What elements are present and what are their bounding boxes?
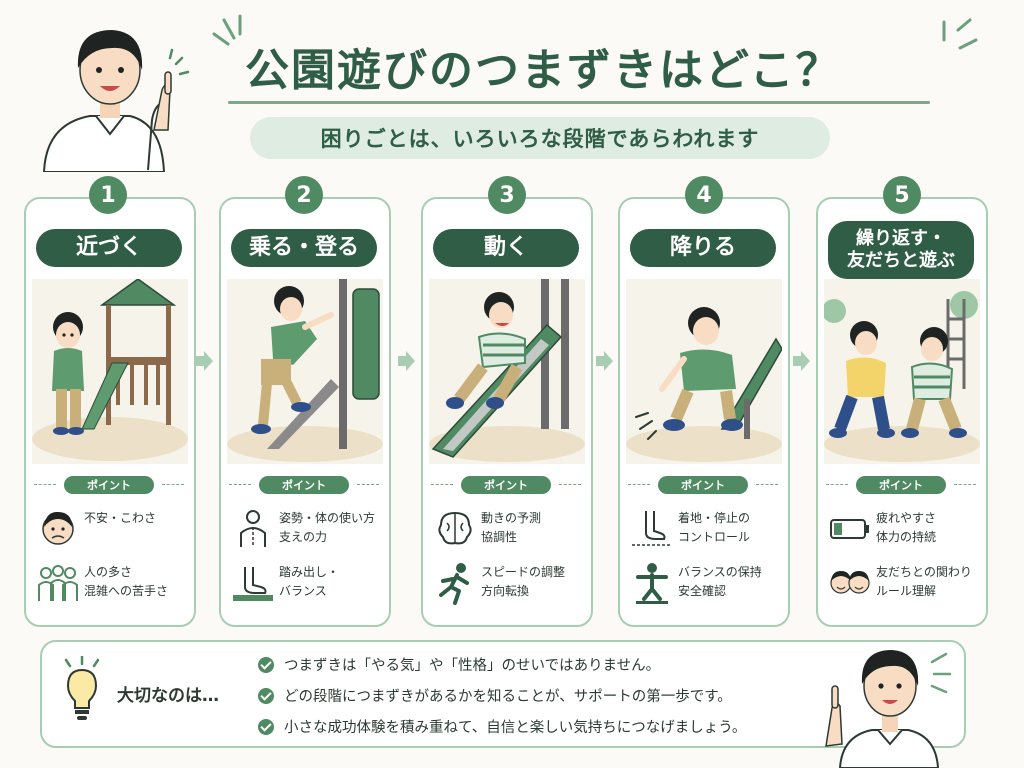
- balance-icon: [636, 563, 668, 604]
- bullet-text: つまずきは「やる気」や「性格」のせいではありません。: [284, 658, 661, 674]
- point-item: 人の多さ 混雑への苦手さ: [34, 561, 189, 607]
- slide-scene-illustration: [429, 279, 585, 464]
- bullet-text: 小さな成功体験を積み重ねて、自信と楽しい気持ちにつなげましょう。: [284, 720, 747, 736]
- summary-bullet: つまずきは「やる気」や「性格」のせいではありません。: [258, 654, 660, 676]
- stage-label: 繰り返す・ 友だちと遊ぶ: [828, 221, 974, 279]
- point-divider: ポイント: [826, 476, 976, 494]
- point-item: 友だちとの関わり ルール理解: [826, 561, 981, 607]
- brain-icon: [438, 511, 472, 545]
- friends-icon: [830, 571, 870, 594]
- subtitle: 困りごとは、いろいろな段階であらわれます: [250, 117, 830, 159]
- check-icon: [258, 688, 274, 704]
- point-divider: ポイント: [229, 476, 379, 494]
- point-label: ポイント: [259, 476, 349, 494]
- stage-label: 降りる: [630, 229, 776, 267]
- point-text: 着地・停止の コントロール: [678, 511, 751, 544]
- point-item: 疲れやすさ 体力の持続: [826, 507, 981, 553]
- stage-number-2: 2: [285, 176, 323, 214]
- foot-step-icon: [233, 567, 273, 601]
- landing-scene-illustration: [626, 279, 782, 464]
- point-item: バランスの保持 安全確認: [628, 561, 783, 607]
- stage-number-3: 3: [488, 176, 526, 214]
- point-item: 踏み出し・ バランス: [229, 561, 384, 607]
- point-text: 動きの予測 協調性: [481, 511, 542, 544]
- next-arrow-icon: [793, 351, 810, 371]
- point-divider: ポイント: [628, 476, 778, 494]
- page-title: 公園遊びのつまずきはどこ？: [245, 45, 842, 96]
- point-text: バランスの保持 安全確認: [678, 565, 762, 598]
- point-label: ポイント: [461, 476, 551, 494]
- climb-scene-illustration: [227, 279, 383, 464]
- point-item: 不安・こわさ: [34, 507, 189, 553]
- stage-card-move: 動く ポイント 動きの予測 協調性 スピードの調整 方向転換: [421, 197, 593, 627]
- stage-label: 近づく: [36, 229, 182, 267]
- stage-label: 動く: [433, 229, 579, 267]
- running-icon: [439, 563, 469, 605]
- point-label: ポイント: [856, 476, 946, 494]
- point-label: ポイント: [658, 476, 748, 494]
- point-divider: ポイント: [431, 476, 581, 494]
- point-text: 友だちとの関わり ルール理解: [876, 565, 972, 598]
- point-item: 動きの予測 協調性: [431, 507, 586, 553]
- point-text: 不安・こわさ: [84, 511, 157, 525]
- point-text: 姿勢・体の使い方 支えの力: [279, 511, 376, 544]
- summary-bullet: 小さな成功体験を積み重ねて、自信と楽しい気持ちにつなげましょう。: [258, 716, 746, 738]
- stage-number-1: 1: [89, 176, 127, 214]
- posture-icon: [240, 510, 266, 547]
- approach-scene-illustration: [32, 279, 188, 464]
- stage-card-descend: 降りる ポイント 着地・停止の コントロール バランスの保持 安全確認: [618, 197, 790, 627]
- presenter-illustration: [42, 30, 190, 172]
- point-item: スピードの調整 方向転換: [431, 561, 586, 607]
- point-label: ポイント: [64, 476, 154, 494]
- title-underline: [228, 101, 930, 104]
- stage-number-4: 4: [685, 176, 723, 214]
- summary-box: [40, 640, 966, 748]
- friends-scene-illustration: [824, 279, 980, 464]
- summary-bullet: どの段階につまずきがあるかを知ることが、サポートの第一歩です。: [258, 685, 732, 707]
- stage-number-5: 5: [883, 176, 921, 214]
- sparkle-right-icon: [942, 18, 978, 50]
- point-text: 人の多さ 混雑への苦手さ: [84, 565, 169, 598]
- summary-heading: 大切なのは…: [117, 686, 219, 706]
- point-text: スピードの調整 方向転換: [481, 565, 566, 598]
- low-battery-icon: [830, 519, 869, 539]
- check-icon: [258, 719, 274, 735]
- worried-face-icon: [42, 511, 74, 545]
- landing-foot-icon: [632, 511, 672, 546]
- lightbulb-icon: [64, 656, 100, 720]
- stage-card-repeat: 繰り返す・ 友だちと遊ぶ ポイント 疲れやすさ 体力の持続: [816, 197, 988, 627]
- next-arrow-icon: [398, 351, 415, 371]
- next-arrow-icon: [596, 351, 613, 371]
- point-divider: ポイント: [34, 476, 184, 494]
- point-text: 疲れやすさ 体力の持続: [876, 511, 937, 544]
- stage-card-climb: 乗る・登る ポイント 姿勢・体の使い方 支えの力 踏み出し・ バ: [219, 197, 391, 627]
- point-item: 姿勢・体の使い方 支えの力: [229, 507, 384, 553]
- next-arrow-icon: [196, 351, 213, 371]
- stage-label: 乗る・登る: [231, 229, 377, 267]
- bullet-text: どの段階につまずきがあるかを知ることが、サポートの第一歩です。: [284, 689, 732, 705]
- check-icon: [258, 657, 274, 673]
- sparkle-left-icon: [212, 14, 242, 46]
- stage-card-approach: 近づく ポイント 不安・こわさ: [24, 197, 196, 627]
- crowd-icon: [38, 565, 78, 601]
- point-item: 着地・停止の コントロール: [628, 507, 783, 553]
- point-text: 踏み出し・ バランス: [279, 565, 340, 598]
- presenter-bottom-illustration: [825, 650, 952, 768]
